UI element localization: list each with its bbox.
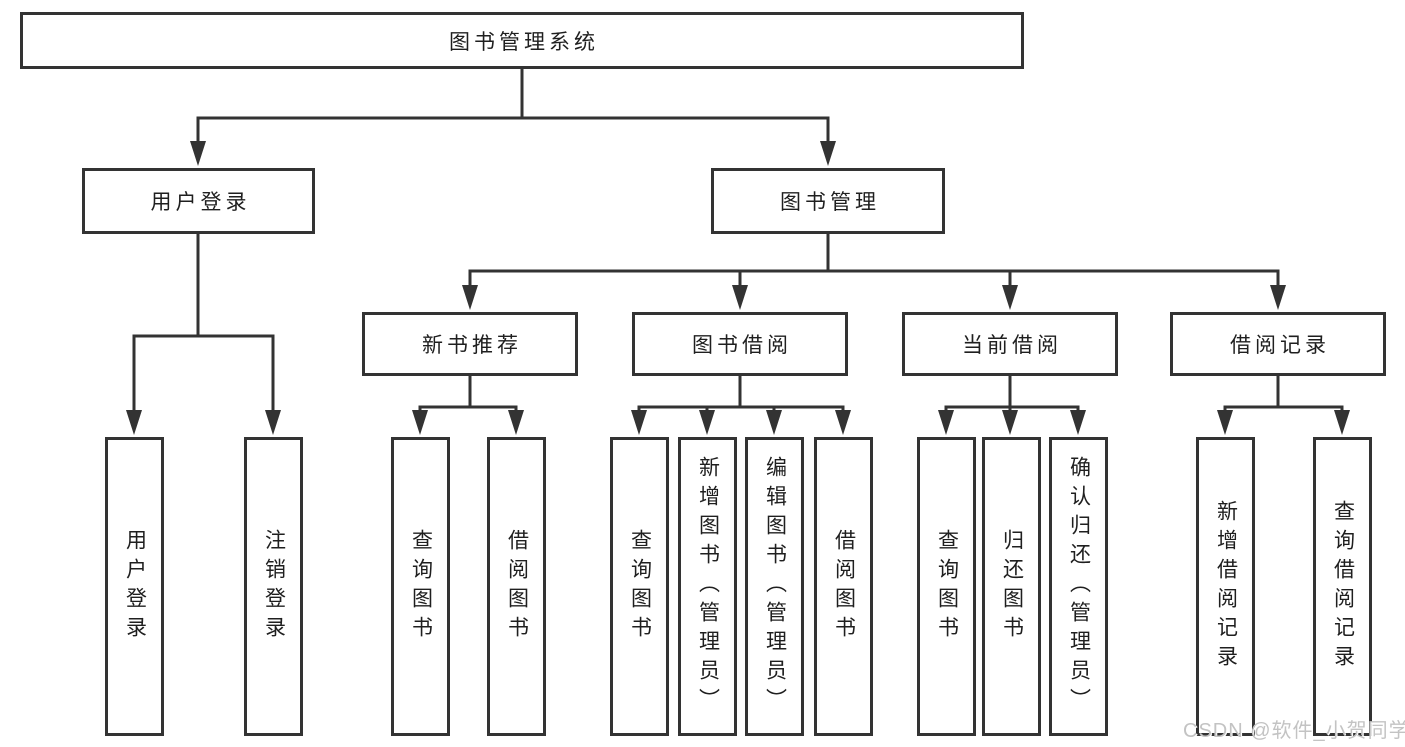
node-book-borrowing: 图书借阅 bbox=[632, 312, 848, 376]
leaf-user-login: 用户登录 bbox=[105, 437, 164, 736]
leaf-logout: 注销登录 bbox=[244, 437, 303, 736]
leaf-add-books-admin: 新增图书（管理员） bbox=[678, 437, 737, 736]
leaf-borrow-books-recommend: 借阅图书 bbox=[487, 437, 546, 736]
leaf-return-books: 归还图书 bbox=[982, 437, 1041, 736]
node-new-book-recommendation: 新书推荐 bbox=[362, 312, 578, 376]
node-root-system: 图书管理系统 bbox=[20, 12, 1024, 69]
leaf-query-borrow-record: 查询借阅记录 bbox=[1313, 437, 1372, 736]
leaf-query-books-borrowing: 查询图书 bbox=[610, 437, 669, 736]
leaf-query-books-recommend: 查询图书 bbox=[391, 437, 450, 736]
leaf-confirm-return-admin: 确认归还（管理员） bbox=[1049, 437, 1108, 736]
csdn-watermark: CSDN @软件_小贺同学 bbox=[1183, 720, 1405, 742]
edge-new-book-to-leaves bbox=[418, 376, 518, 412]
arrowheads bbox=[126, 141, 1350, 435]
node-user-login: 用户登录 bbox=[82, 168, 315, 234]
leaf-borrow-books: 借阅图书 bbox=[814, 437, 873, 736]
edge-user-login-to-leaves bbox=[132, 234, 275, 412]
node-borrowing-records: 借阅记录 bbox=[1170, 312, 1386, 376]
leaf-add-borrow-record: 新增借阅记录 bbox=[1196, 437, 1255, 736]
edge-borrow-records-to-leaves bbox=[1223, 376, 1344, 412]
edge-book-management-to-level3 bbox=[468, 234, 1280, 287]
edge-current-borrowing-to-leaves bbox=[944, 376, 1080, 412]
edge-root-to-level2 bbox=[196, 69, 830, 143]
node-book-management: 图书管理 bbox=[711, 168, 945, 234]
edge-book-borrowing-to-leaves bbox=[637, 376, 845, 412]
node-current-borrowing: 当前借阅 bbox=[902, 312, 1118, 376]
leaf-edit-books-admin: 编辑图书（管理员） bbox=[745, 437, 804, 736]
leaf-query-books-current: 查询图书 bbox=[917, 437, 976, 736]
